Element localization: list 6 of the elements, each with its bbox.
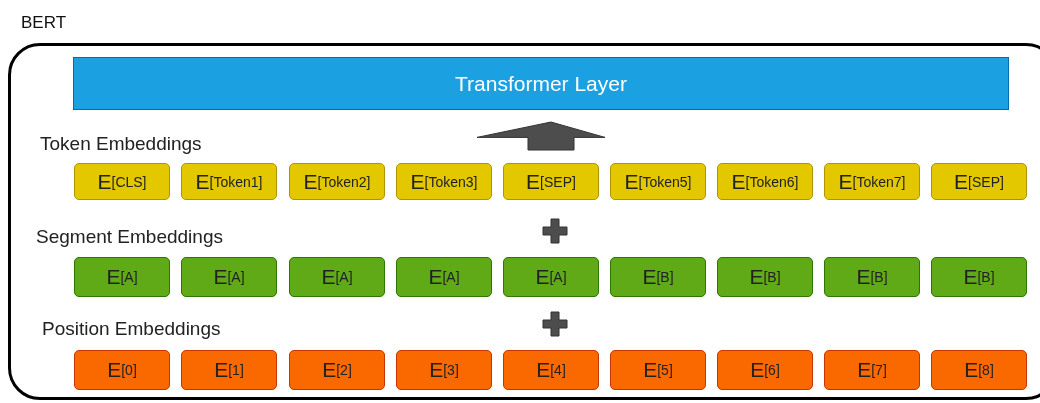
node-label: BERT xyxy=(21,13,67,33)
row-label: Position Embeddings xyxy=(42,318,221,340)
row-label: Segment Embeddings xyxy=(36,226,223,248)
block-arrow xyxy=(476,121,606,151)
row-label: Token Embeddings xyxy=(40,133,202,155)
layer-bar: Transformer Layer xyxy=(73,57,1009,110)
